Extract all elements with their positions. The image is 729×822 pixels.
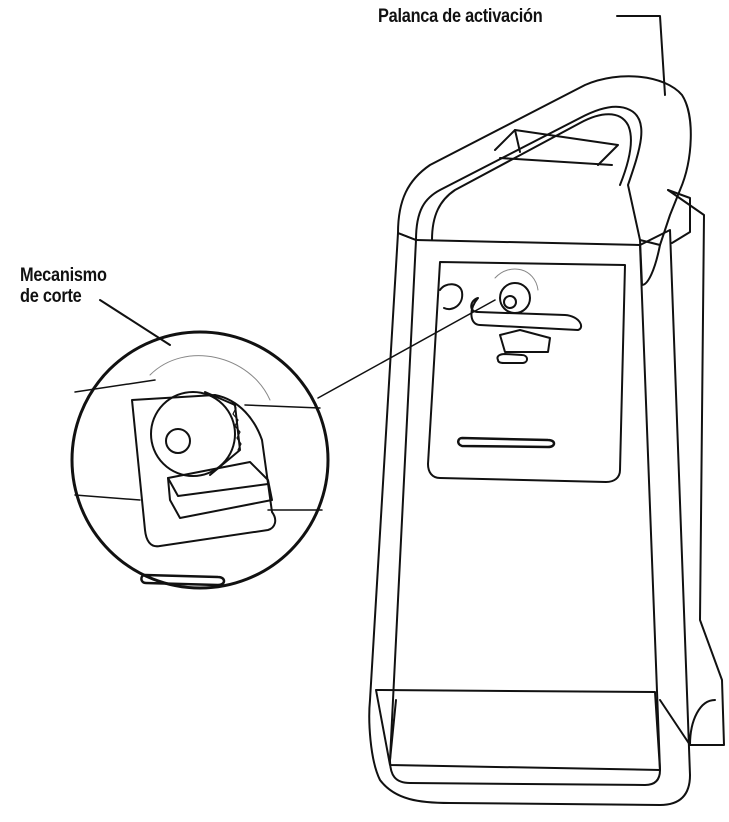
cutting-mechanism-label: Mecanismo de corte bbox=[20, 265, 107, 307]
lever-callout-line bbox=[616, 15, 666, 96]
cutter-callout-line bbox=[99, 299, 171, 346]
rear-foot bbox=[689, 699, 716, 746]
control-plate bbox=[427, 261, 626, 483]
rear-body bbox=[659, 189, 725, 746]
cutter-small bbox=[494, 268, 551, 353]
front-body bbox=[368, 229, 691, 806]
cutting-mechanism-label-line2: de corte bbox=[20, 286, 82, 307]
magnified-detail bbox=[70, 330, 330, 590]
activation-lever bbox=[397, 75, 692, 286]
cutting-mechanism-label-line1: Mecanismo bbox=[20, 265, 107, 286]
activation-lever-label: Palanca de activación bbox=[378, 6, 543, 27]
leader-line bbox=[317, 299, 496, 399]
base-recess bbox=[375, 689, 661, 771]
release-bar bbox=[457, 436, 556, 449]
handle-bar bbox=[470, 297, 583, 331]
release-slot bbox=[496, 353, 528, 364]
top-opening bbox=[494, 129, 619, 166]
